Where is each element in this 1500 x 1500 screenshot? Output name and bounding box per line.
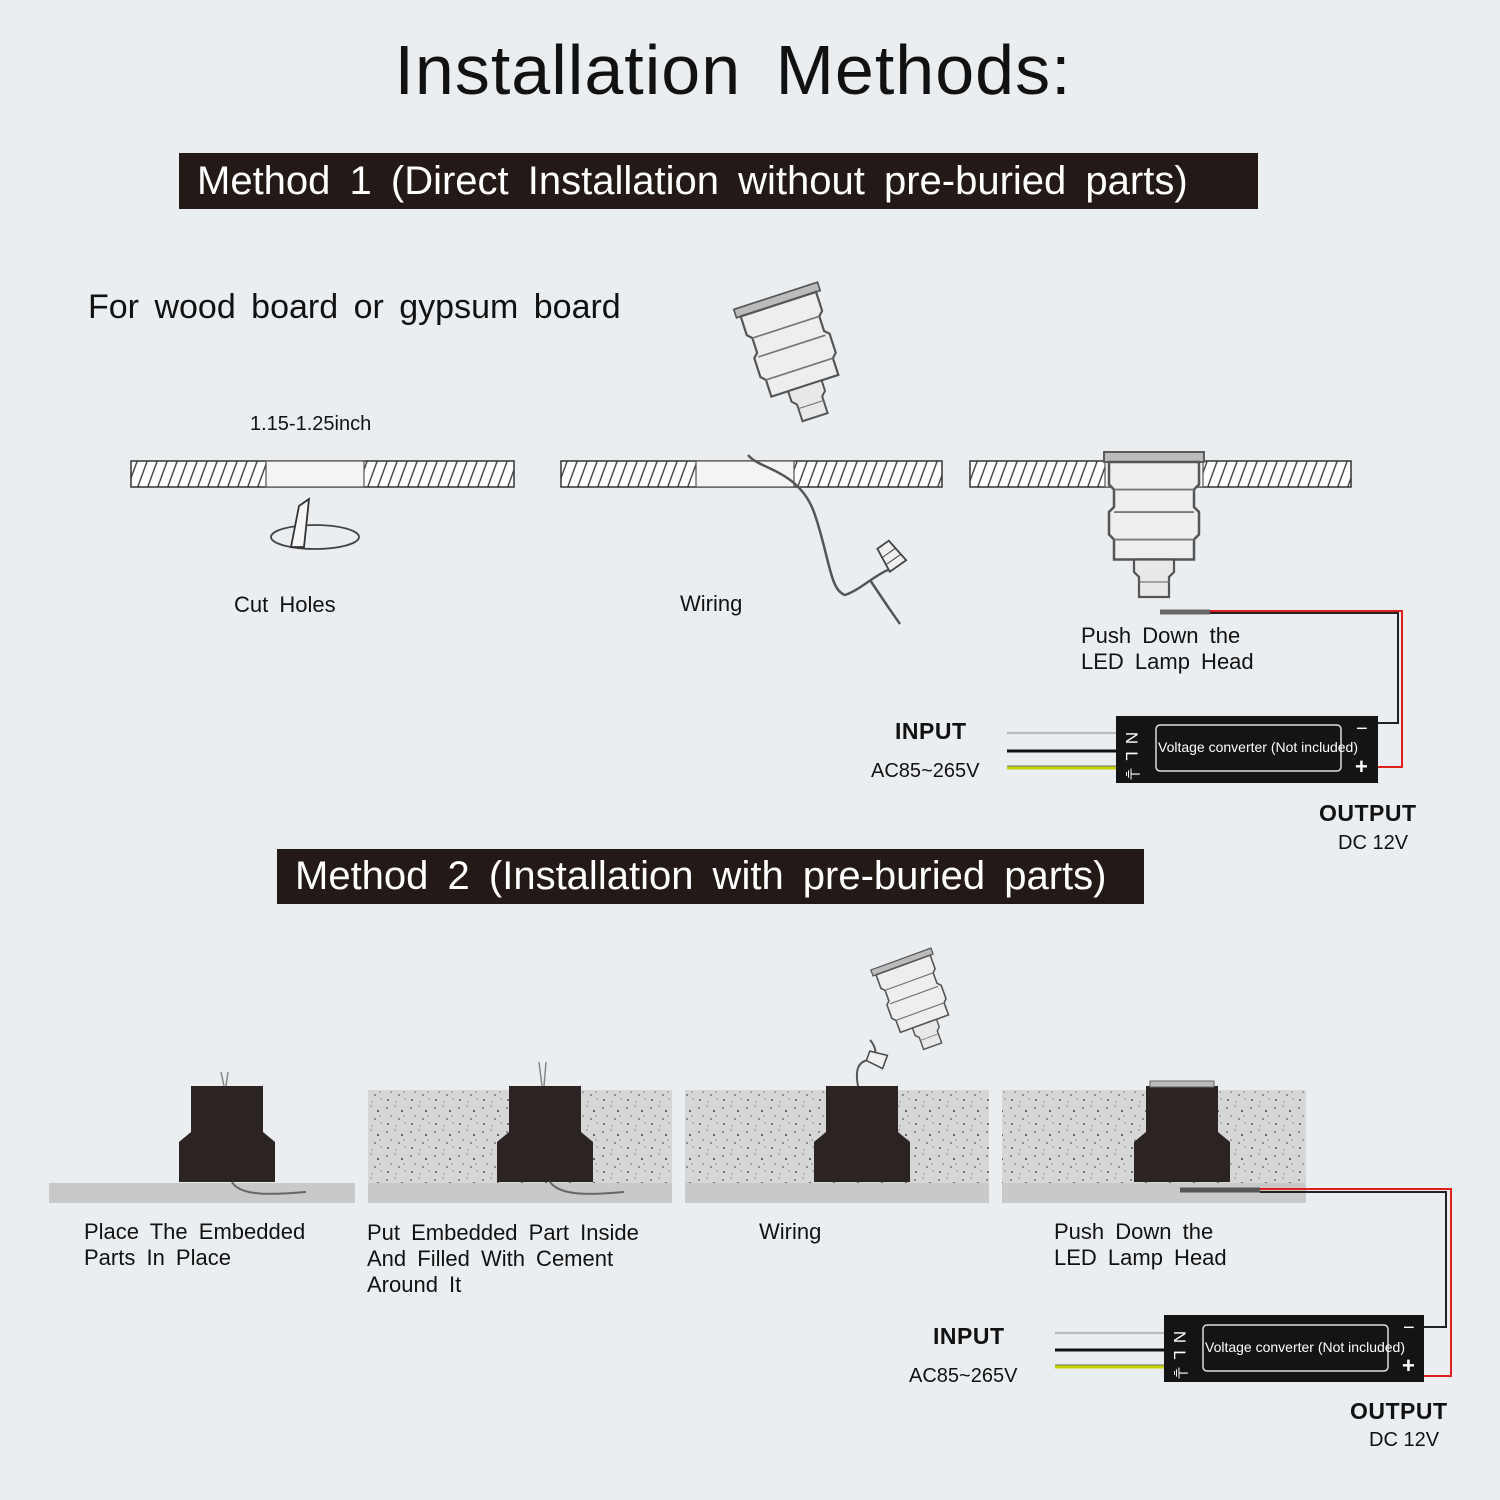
wire-nut-icon: [876, 539, 908, 574]
page-title: Installation Methods:: [394, 31, 1072, 109]
output-voltage: DC 12V: [1338, 832, 1409, 854]
step1-label-line2: Parts In Place: [84, 1245, 231, 1270]
lamp-head-tilted-icon: [870, 947, 964, 1058]
step-push-label-line2: LED Lamp Head: [1081, 649, 1254, 674]
embedded-part-icon: [179, 1086, 275, 1182]
step1-label-line1: Place The Embedded: [84, 1219, 306, 1244]
method2-wiring: [1055, 1188, 1452, 1377]
step-cut-holes-label: Cut Holes: [234, 592, 336, 617]
method1-subtitle: For wood board or gypsum board: [88, 288, 621, 326]
method2-banner: Method 2 (Installation with pre-buried p…: [277, 849, 1144, 904]
converter-label: Voltage converter (Not included): [1205, 1339, 1405, 1355]
method1-banner: Method 1 (Direct Installation without pr…: [179, 153, 1258, 209]
step-push-label-line1: Push Down the: [1081, 623, 1241, 648]
step4-label-line2: LED Lamp Head: [1054, 1245, 1227, 1270]
terminal-labels: N L ⏚: [1119, 729, 1143, 783]
input-label: INPUT: [895, 718, 967, 744]
step2-label-line3: Around It: [367, 1272, 462, 1297]
saw-icon: [270, 497, 360, 550]
terminal-minus: −: [1356, 718, 1368, 740]
step4-label-line1: Push Down the: [1054, 1219, 1214, 1244]
output-label: OUTPUT: [1319, 800, 1417, 826]
lamp-head-installed-icon: [1102, 450, 1206, 599]
step2-label-line1: Put Embedded Part Inside: [367, 1220, 639, 1245]
output-voltage: DC 12V: [1369, 1429, 1440, 1451]
wire-nut-icon: [865, 1050, 889, 1070]
wire: [747, 454, 889, 597]
terminal-labels: N L ⏚: [1167, 1328, 1191, 1382]
ground-slab-1: [49, 1183, 355, 1203]
embedded-part-icon: [814, 1086, 910, 1182]
terminal-ground: ⏚: [1122, 765, 1141, 783]
terminal-ground: ⏚: [1170, 1364, 1189, 1382]
lamp-flange: [1149, 1080, 1215, 1088]
board-cut-holes: [130, 460, 515, 488]
hole-size-label: 1.15-1.25inch: [250, 413, 372, 435]
terminal-plus: +: [1355, 754, 1368, 779]
voltage-converter-2: [1164, 1315, 1424, 1382]
terminal-plus: +: [1402, 1353, 1415, 1378]
method1-wiring: [1007, 609, 1403, 770]
terminal-minus: −: [1403, 1317, 1415, 1339]
embedded-part-icon: [497, 1086, 593, 1182]
input-label: INPUT: [933, 1323, 1005, 1349]
output-label: OUTPUT: [1350, 1398, 1448, 1424]
voltage-converter-1: [1116, 716, 1378, 783]
input-voltage: AC85~265V: [871, 760, 980, 782]
lamp-head-tilted-icon: [732, 281, 859, 432]
step-wiring-label: Wiring: [680, 591, 743, 616]
embedded-part-icon: [1134, 1086, 1230, 1182]
step2-label-line2: And Filled With Cement: [367, 1246, 614, 1271]
converter-label: Voltage converter (Not included): [1158, 739, 1358, 755]
input-voltage: AC85~265V: [909, 1365, 1018, 1387]
step3-label: Wiring: [759, 1219, 822, 1244]
board-wiring: [560, 460, 943, 488]
